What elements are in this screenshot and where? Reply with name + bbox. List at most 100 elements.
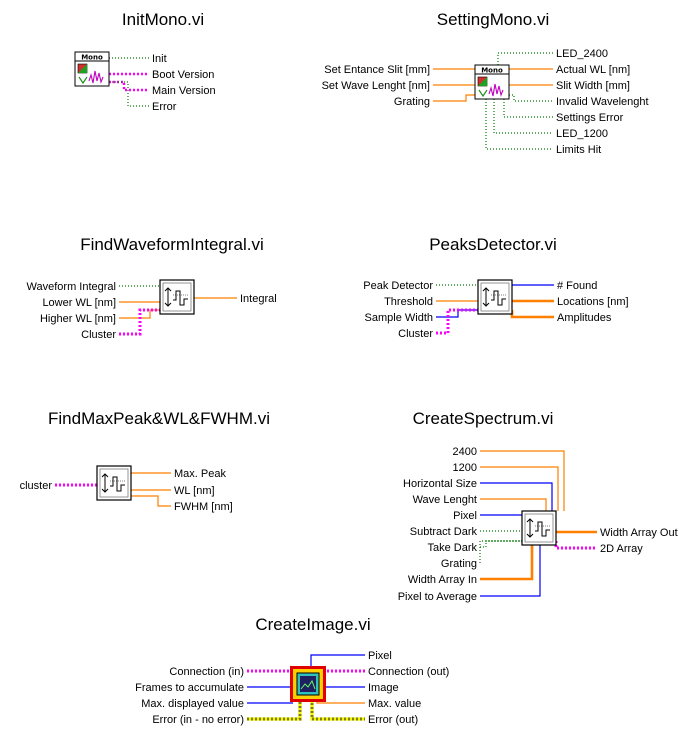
output-wire — [497, 52, 553, 65]
input-label: cluster — [20, 480, 53, 492]
output-terminal: Error — [109, 81, 177, 113]
vi-title: InitMono.vi — [122, 10, 204, 29]
vi-title: CreateSpectrum.vi — [413, 409, 554, 428]
input-label: Cluster — [81, 329, 116, 341]
input-wire — [480, 498, 547, 511]
updown-arrow-icon — [482, 287, 490, 307]
input-label: Threshold — [384, 296, 433, 308]
updown-arrow-icon — [526, 518, 534, 538]
output-terminal: Max. Peak — [131, 468, 226, 480]
output-label: Init — [152, 53, 167, 65]
input-label: 1200 — [453, 462, 477, 474]
input-label: Subtract Dark — [410, 526, 478, 538]
input-terminal: Peak Detector — [363, 280, 478, 292]
input-label: Pixel to Average — [398, 591, 477, 603]
input-label: Horizontal Size — [403, 478, 477, 490]
vi-title: PeaksDetector.vi — [429, 235, 557, 254]
input-label: Cluster — [398, 328, 433, 340]
vi-icon-inner — [524, 513, 554, 543]
vi-title: SettingMono.vi — [437, 10, 549, 29]
output-terminal: Image — [316, 682, 399, 699]
input-wire — [480, 466, 559, 511]
output-wire — [493, 99, 553, 134]
input-terminal: Sample Width — [365, 309, 478, 324]
input-terminal: Connection (in) — [169, 666, 293, 678]
output-label: LED_1200 — [556, 128, 608, 140]
output-terminal: Pixel — [310, 650, 392, 669]
input-terminal: Width Array In — [408, 545, 534, 586]
input-terminal: Cluster — [81, 308, 160, 341]
vi-icon-header — [74, 51, 110, 62]
mono-check-icon — [78, 76, 88, 85]
input-terminal: Threshold — [384, 296, 478, 308]
mono-triangle-icon — [78, 64, 87, 73]
input-label: Max. displayed value — [141, 698, 244, 710]
mono-spectrum-icon — [88, 70, 104, 84]
output-terminal: Limits Hit — [485, 99, 601, 156]
output-label: 2D Array — [600, 543, 643, 555]
output-wire — [109, 80, 149, 92]
output-terminal: Connection (out) — [323, 666, 449, 678]
vi-icon-frame — [159, 279, 195, 315]
output-terminal: Width Array Out — [556, 527, 678, 539]
output-wire — [485, 99, 553, 150]
vi-icon-text: Mono — [481, 67, 503, 75]
image-mountain-icon — [300, 679, 316, 690]
mono-spectrum-icon — [488, 83, 504, 97]
output-wire — [310, 654, 365, 669]
output-label: Main Version — [152, 85, 216, 97]
output-label: Error (out) — [368, 714, 418, 726]
output-wire — [310, 699, 365, 721]
input-terminal: Cluster — [398, 308, 478, 340]
input-label: Error (in - no error) — [152, 714, 244, 726]
input-label: Lower WL [nm] — [42, 297, 116, 309]
output-wire — [509, 94, 553, 102]
output-terminal: Error (out) — [310, 699, 418, 726]
output-wire — [109, 81, 149, 107]
output-terminal: Amplitudes — [510, 310, 612, 324]
square-wave-icon — [491, 290, 506, 306]
updown-arrow-icon — [164, 287, 172, 307]
output-terminal: LED_2400 — [497, 48, 608, 65]
output-terminal: Main Version — [109, 80, 216, 97]
output-wire — [131, 495, 171, 507]
input-terminal: Take Dark — [427, 540, 522, 554]
output-terminal: Init — [109, 53, 167, 65]
square-wave-icon — [110, 476, 125, 492]
square-wave-icon — [173, 290, 188, 306]
output-terminal: Integral — [194, 293, 277, 305]
input-wire — [119, 308, 160, 336]
input-label: 2400 — [453, 446, 477, 458]
input-label: Grating — [394, 96, 430, 108]
vi-icon-frame — [477, 279, 513, 315]
output-label: Width Array Out — [600, 527, 678, 539]
input-label: Sample Width — [365, 312, 433, 324]
vi-icon-text: Mono — [81, 54, 103, 62]
vi-title: FindWaveformIntegral.vi — [80, 235, 264, 254]
output-terminal: WL [nm] — [131, 485, 215, 497]
output-label: Boot Version — [152, 69, 214, 81]
vi-icon-header — [474, 64, 510, 75]
output-label: Amplitudes — [557, 312, 612, 324]
updown-arrow-icon — [101, 473, 109, 493]
input-terminal: Wave Lenght — [413, 494, 547, 511]
output-terminal: 2D Array — [554, 541, 643, 555]
input-label: Width Array In — [408, 574, 477, 586]
input-wire — [433, 94, 475, 102]
input-label: Pixel — [453, 510, 477, 522]
output-label: FWHM [nm] — [174, 501, 233, 513]
output-terminal: Settings Error — [503, 99, 624, 124]
input-terminal: Waveform Integral — [27, 281, 160, 293]
mono-triangle-icon — [478, 77, 487, 86]
input-label: Waveform Integral — [27, 281, 116, 293]
input-terminal: 1200 — [453, 462, 559, 511]
vi-icon-frame — [96, 465, 132, 501]
output-label: Integral — [240, 293, 277, 305]
input-terminal: Grating — [441, 540, 522, 570]
input-terminal: Pixel — [453, 510, 522, 522]
